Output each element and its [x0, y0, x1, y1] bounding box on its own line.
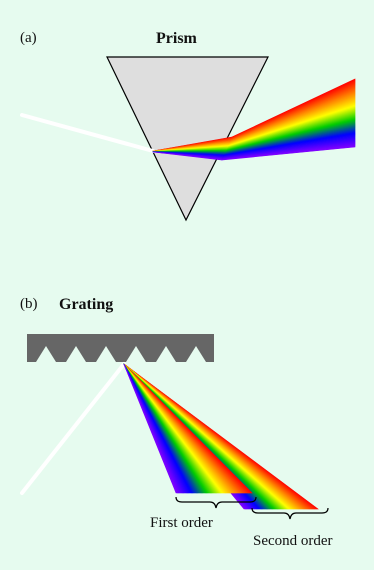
second-order-label: Second order [253, 533, 333, 549]
grating-title: Grating [59, 296, 114, 313]
first-order-spectrum-band [123, 364, 178, 494]
prism-panel [20, 56, 356, 222]
panel-a-tag: (a) [20, 30, 37, 46]
panel-b-tag: (b) [20, 296, 38, 312]
first-order-label: First order [150, 515, 213, 531]
prism-title: Prism [156, 30, 197, 47]
prism-internal-spectrum [152, 136, 233, 161]
first-order-spectrum [123, 363, 253, 494]
grating-panel [20, 334, 329, 520]
first-order-brace [175, 496, 257, 509]
incident-white-beam [20, 113, 155, 153]
second-order-brace [251, 507, 329, 520]
prism-exit-spectrum-band [221, 145, 356, 161]
diffraction-grating [27, 334, 214, 362]
prism-exit-spectrum [221, 78, 356, 161]
grating-incident-white-beam [20, 362, 126, 495]
